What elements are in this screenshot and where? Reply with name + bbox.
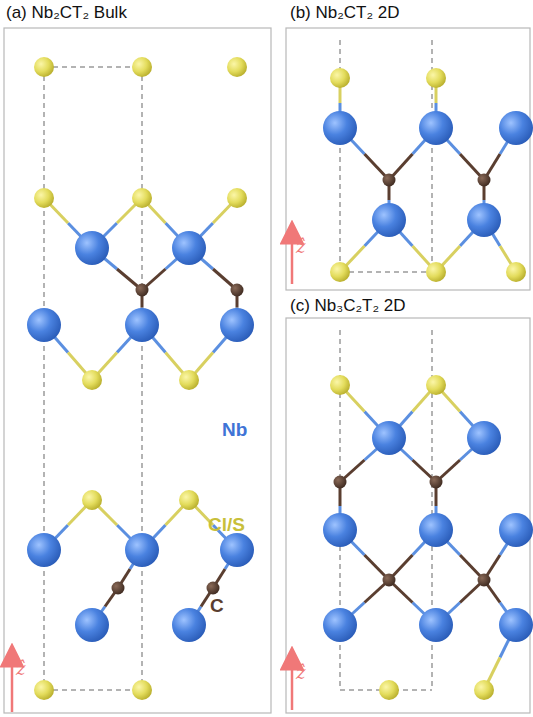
atom xyxy=(372,421,406,455)
element-label: Cl/S xyxy=(208,515,245,534)
atom xyxy=(132,188,152,208)
atom xyxy=(419,111,453,145)
atom xyxy=(34,680,54,700)
atom xyxy=(372,203,406,237)
atom xyxy=(179,370,199,390)
atom xyxy=(323,608,357,642)
unit-cells xyxy=(44,40,432,690)
atom xyxy=(82,490,102,510)
atom xyxy=(499,513,533,547)
atom xyxy=(426,262,446,282)
z-axis-arrows xyxy=(12,232,292,712)
atom xyxy=(330,262,350,282)
atom xyxy=(426,68,446,88)
atom xyxy=(220,308,254,342)
atom xyxy=(132,57,152,77)
bonds xyxy=(44,78,516,690)
axis-label: ẑ xyxy=(16,660,25,678)
panel-title: (b) Nb₂CT₂ 2D xyxy=(290,4,400,21)
atom xyxy=(383,574,396,587)
atoms xyxy=(27,57,533,700)
atom xyxy=(430,476,443,489)
axis-label: ẑ xyxy=(296,664,305,682)
atom xyxy=(82,370,102,390)
atom xyxy=(179,490,199,510)
atom xyxy=(27,308,61,342)
atom xyxy=(478,574,491,587)
atom xyxy=(323,513,357,547)
atom xyxy=(34,57,54,77)
element-label: C xyxy=(210,596,224,615)
atom xyxy=(419,513,453,547)
panel-title: (a) Nb₂CT₂ Bulk xyxy=(6,4,127,21)
atom xyxy=(125,533,159,567)
atom xyxy=(125,308,159,342)
atom xyxy=(419,608,453,642)
atom xyxy=(75,608,109,642)
atom xyxy=(112,582,125,595)
atom xyxy=(467,421,501,455)
atom xyxy=(227,57,247,77)
panel-title: (c) Nb₃C₂T₂ 2D xyxy=(290,297,406,314)
atom xyxy=(379,680,399,700)
atom xyxy=(499,111,533,145)
atom xyxy=(132,680,152,700)
atom xyxy=(136,284,149,297)
atom xyxy=(330,68,350,88)
atom xyxy=(231,284,244,297)
axis-label: ẑ xyxy=(296,238,305,256)
element-label: Nb xyxy=(222,420,247,439)
atom xyxy=(383,174,396,187)
atom xyxy=(334,476,347,489)
atom xyxy=(220,533,254,567)
atom xyxy=(467,203,501,237)
atom xyxy=(506,262,526,282)
atom xyxy=(75,231,109,265)
atom xyxy=(227,188,247,208)
atom xyxy=(474,680,494,700)
atom xyxy=(34,188,54,208)
atom xyxy=(323,111,357,145)
atom xyxy=(172,231,206,265)
atom xyxy=(172,608,206,642)
atom xyxy=(478,174,491,187)
panel-frames xyxy=(4,28,530,713)
atom xyxy=(426,375,446,395)
atom xyxy=(499,608,533,642)
atom xyxy=(207,582,220,595)
atom xyxy=(330,375,350,395)
atom xyxy=(27,533,61,567)
